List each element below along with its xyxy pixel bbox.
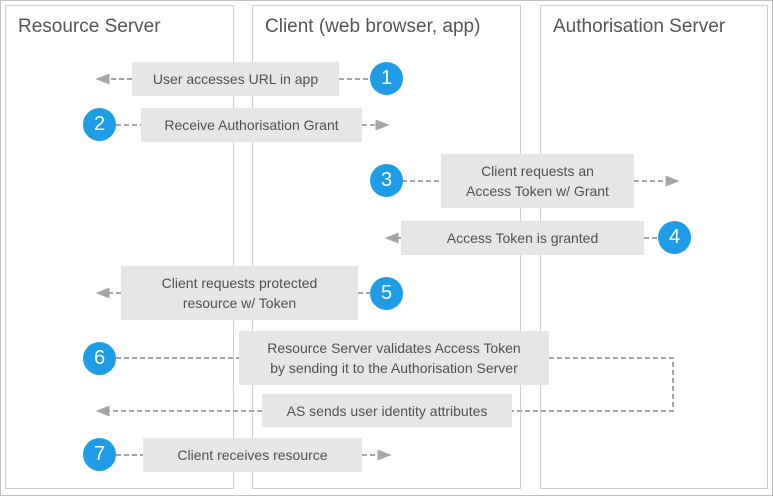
step-3-box: Client requests an Access Token w/ Grant bbox=[441, 154, 634, 208]
step-6-box: Resource Server validates Access Token b… bbox=[239, 331, 549, 385]
step-5-box: Client requests protected resource w/ To… bbox=[121, 266, 358, 320]
lane-title-resource-server: Resource Server bbox=[18, 16, 161, 37]
step-7-badge: 7 bbox=[83, 438, 116, 471]
step-4-badge: 4 bbox=[658, 221, 691, 254]
step-3-badge: 3 bbox=[370, 164, 403, 197]
lane-title-authorisation-server: Authorisation Server bbox=[553, 16, 726, 37]
step-7-box: Client receives resource bbox=[143, 438, 362, 472]
lane-title-client: Client (web browser, app) bbox=[265, 16, 481, 37]
step-4-box: Access Token is granted bbox=[401, 221, 644, 255]
step-1-badge: 1 bbox=[370, 62, 403, 95]
step-2-box: Receive Authorisation Grant bbox=[141, 108, 362, 142]
step-2-badge: 2 bbox=[83, 108, 116, 141]
attributes-box: AS sends user identity attributes bbox=[262, 394, 512, 427]
link-step-6-return bbox=[512, 357, 674, 412]
step-1-box: User accesses URL in app bbox=[132, 62, 339, 96]
step-5-badge: 5 bbox=[370, 277, 403, 310]
step-6-badge: 6 bbox=[83, 342, 116, 375]
